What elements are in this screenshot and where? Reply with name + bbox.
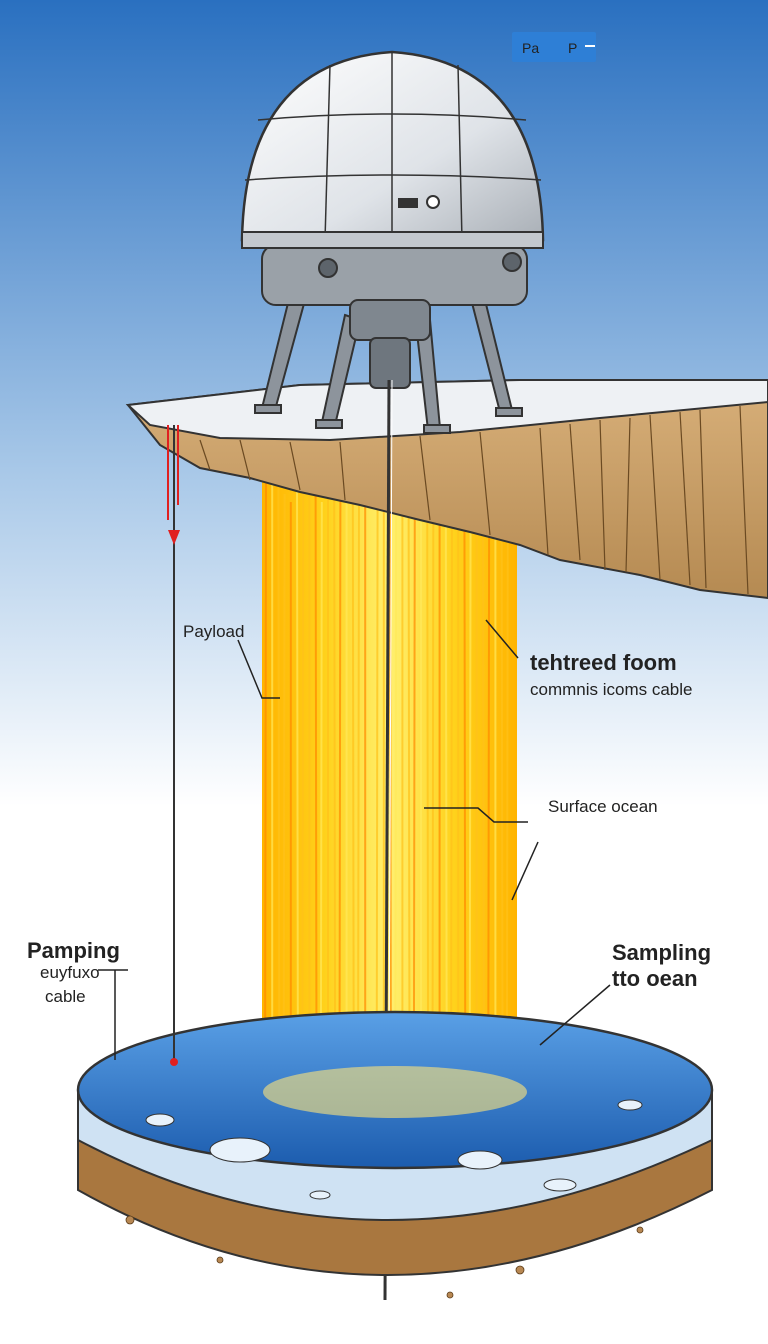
- label-payload: Payload: [183, 622, 244, 641]
- leader-payload: [237, 639, 280, 699]
- label-tethered-line2: commnis icoms cable: [530, 680, 693, 699]
- plume-streak: [264, 469, 267, 1121]
- label-pamping-line1: Pamping: [27, 938, 120, 963]
- label-pamping-line3: cable: [45, 987, 86, 1006]
- leader-tethered: [485, 619, 519, 659]
- ice-shelf-cliff: [125, 379, 768, 600]
- plume-streak: [482, 469, 485, 1121]
- leader-sampling: [539, 984, 611, 1046]
- title-badge: Pa P: [512, 32, 596, 62]
- lander: [240, 50, 545, 434]
- ocean-disc: [76, 1010, 714, 1299]
- pumping-cable: [167, 425, 180, 1066]
- label-sampling-line2: tto oean: [612, 966, 698, 991]
- leader-pamping: [98, 969, 128, 1060]
- badge-left-text: Pa: [522, 40, 539, 56]
- label-tethered-line1: tehtreed foom: [530, 650, 677, 675]
- label-pamping-line2: euyfuxo: [40, 963, 100, 982]
- badge-right-text: P: [568, 40, 577, 56]
- label-sampling-line1: Sampling: [612, 940, 711, 965]
- label-surface-ocean: Surface ocean: [548, 797, 658, 816]
- leader-surface-ocean-2: [511, 841, 539, 901]
- leader-surface-ocean: [424, 807, 528, 823]
